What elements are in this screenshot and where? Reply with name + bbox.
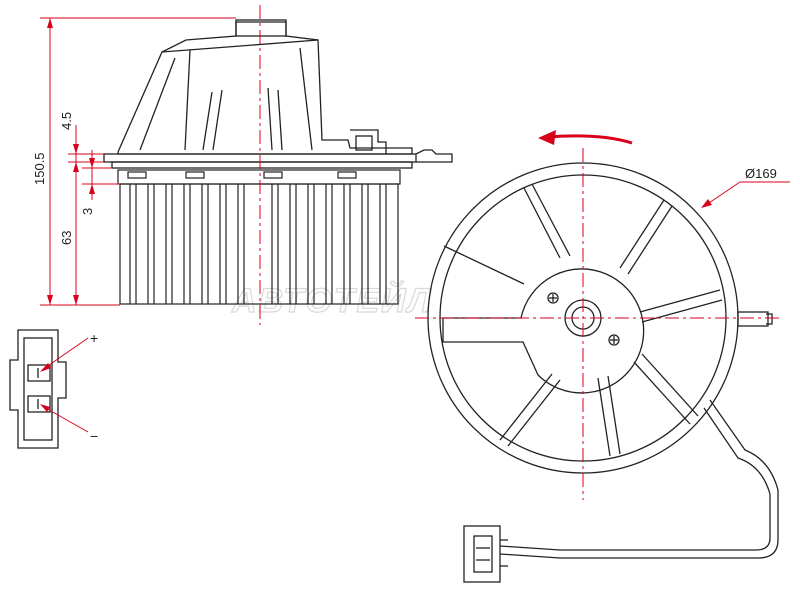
front-centerlines bbox=[415, 148, 780, 500]
side-view bbox=[103, 19, 453, 305]
hub-plate bbox=[442, 268, 645, 394]
rotation-arrow-icon bbox=[538, 130, 633, 145]
diameter-leader bbox=[701, 181, 790, 208]
front-view bbox=[427, 162, 779, 583]
fan-wheel bbox=[117, 169, 401, 305]
dim-gap: 3 bbox=[80, 208, 95, 215]
spokes bbox=[443, 183, 723, 457]
connector-pinout bbox=[9, 329, 67, 449]
motor-housing bbox=[117, 19, 413, 155]
dim-diameter: Ø169 bbox=[745, 166, 777, 181]
dim-overall-height: 150.5 bbox=[32, 152, 47, 185]
minus-label: − bbox=[90, 428, 98, 444]
plug-connector bbox=[463, 525, 508, 583]
screw-icon bbox=[547, 292, 620, 346]
mounting-flange bbox=[103, 149, 453, 169]
wheel-blades bbox=[129, 184, 387, 304]
dim-flange-offset: 4.5 bbox=[59, 112, 74, 130]
dim-wheel-height: 63 bbox=[59, 231, 74, 245]
dimension-lines bbox=[40, 17, 236, 306]
cable bbox=[499, 399, 779, 559]
plus-label: + bbox=[90, 330, 98, 346]
pinout-leaders bbox=[40, 337, 89, 433]
